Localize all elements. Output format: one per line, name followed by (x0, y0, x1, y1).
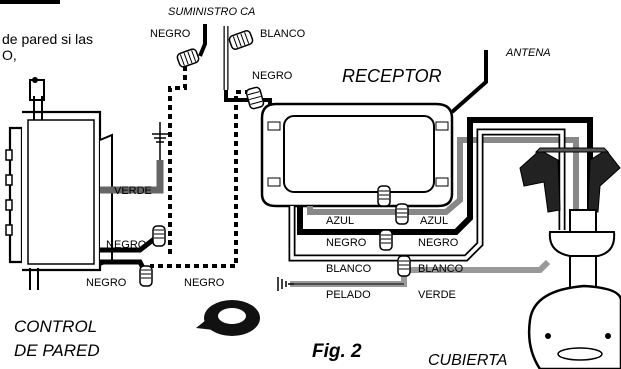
supply-negro-wire (198, 24, 207, 57)
label-blanco-mid-right: BLANCO (418, 263, 464, 275)
wire-nut-icon (397, 255, 411, 277)
wall-control-box (5, 77, 113, 290)
label-pelado: PELADO (326, 289, 371, 301)
label-negro-bottom-mid: NEGRO (184, 277, 225, 289)
label-antena: ANTENA (505, 47, 551, 59)
label-azul-left: AZUL (326, 215, 354, 227)
label-cubierta: CUBIERTA (428, 352, 507, 369)
figure-caption: Fig. 2 (312, 341, 362, 362)
label-negro-mid-left: NEGRO (326, 237, 367, 249)
label-blanco-mid-left: BLANCO (326, 263, 372, 275)
label-negro-top: NEGRO (150, 28, 191, 40)
electrical-tape-icon (196, 300, 260, 336)
header-text-fragment (0, 0, 60, 4)
header-text-line1: de pared si las (2, 31, 93, 47)
label-control-line1: CONTROL (14, 317, 97, 336)
verde-wire-left (100, 160, 164, 194)
label-azul-right: AZUL (420, 215, 448, 227)
label-negro-mid-right: NEGRO (418, 237, 459, 249)
wire-nut-icon (379, 229, 393, 251)
wire-nut-icon (395, 203, 409, 225)
dotted-negro-wire-2 (150, 90, 250, 268)
label-control-line2: DE PARED (14, 341, 100, 360)
wire-nut-icon (377, 185, 391, 207)
label-negro-receiver: NEGRO (252, 70, 293, 82)
label-blanco-top: BLANCO (260, 28, 306, 40)
label-receptor: RECEPTOR (342, 66, 442, 86)
label-suministro-ca: SUMINISTRO CA (168, 6, 255, 18)
wire-nut-icon (139, 265, 153, 287)
mounting-bracket (519, 147, 621, 213)
fan-canopy (527, 209, 621, 369)
wire-nut-icon (152, 225, 166, 247)
ground-symbol-icon (277, 277, 294, 291)
dotted-negro-wire (168, 66, 187, 258)
negro-wire-control-2 (100, 259, 148, 274)
wire-nut-icon (176, 48, 200, 68)
header-text-line2: O, (2, 47, 17, 63)
label-negro-receiver-box (250, 68, 292, 82)
label-verde-right: VERDE (418, 289, 456, 301)
antenna-wire (450, 50, 488, 114)
wire-nut-icon (245, 86, 265, 110)
wire-nut-icon (228, 30, 254, 50)
azul-wire (307, 137, 579, 230)
label-verde-left: VERDE (114, 185, 152, 197)
label-negro-bottom-left: NEGRO (86, 277, 127, 289)
label-negro-left: NEGRO (106, 239, 147, 251)
negro-wire-control (100, 234, 160, 253)
receiver-box (260, 102, 454, 208)
negro-wire (297, 117, 593, 235)
